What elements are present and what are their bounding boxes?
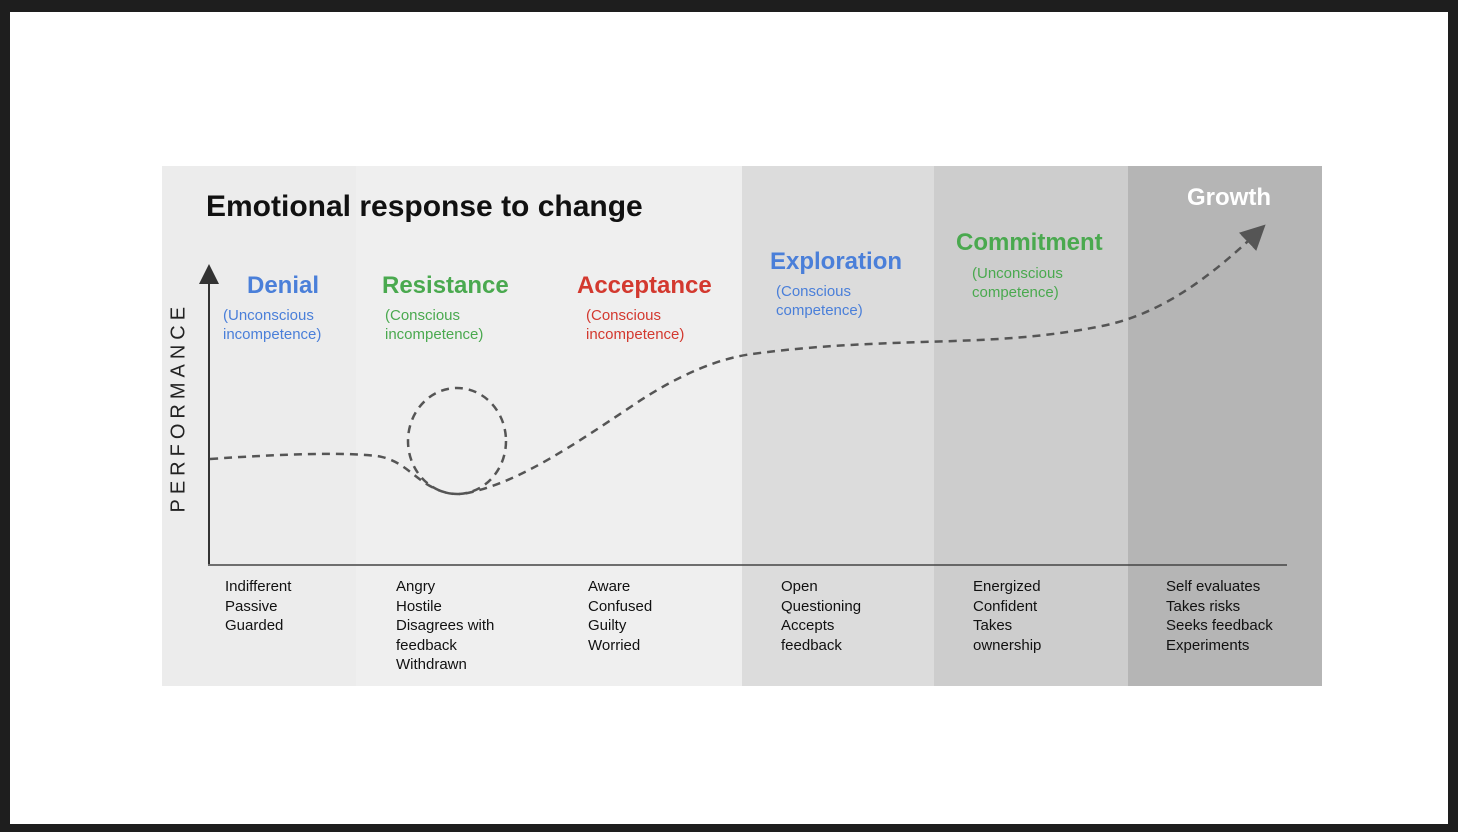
- trait-item: Worried: [588, 636, 641, 654]
- trait-item: Disagrees with: [396, 617, 495, 634]
- trait-item: Indifferent: [225, 578, 292, 595]
- traits-growth: Self evaluates Takes risks Seeks feedbac…: [1166, 577, 1273, 655]
- trait-item: Self evaluates: [1166, 578, 1261, 595]
- trait-item: Seeks feedback: [1166, 617, 1273, 634]
- trait-item: Energized: [973, 578, 1041, 595]
- trait-item: feedback: [396, 636, 457, 654]
- diagram-title: Emotional response to change: [206, 190, 643, 223]
- stage-commitment-name: Commitment: [956, 229, 1103, 256]
- stage-exploration-subtitle: (Conscious competence): [776, 283, 863, 319]
- trait-item: Confident: [973, 597, 1038, 615]
- band-commitment: [934, 166, 1128, 686]
- traits-resistance: Angry Hostile Disagrees with feedback Wi…: [396, 577, 494, 675]
- trait-item: Guarded: [225, 617, 284, 634]
- traits-commitment: Energized Confident Takes ownership: [973, 577, 1041, 655]
- stage-resistance-subtitle: (Conscious incompetence): [385, 307, 484, 343]
- band-exploration: [742, 166, 934, 686]
- trait-item: Takes: [973, 617, 1013, 634]
- stage-acceptance-subtitle: (Conscious incompetence): [586, 307, 685, 343]
- traits-acceptance: Aware Confused Guilty Worried: [588, 577, 652, 655]
- stage-denial-subtitle: (Unconscious incompetence): [223, 307, 322, 343]
- trait-item: Accepts: [781, 617, 835, 634]
- stage-denial-name: Denial: [247, 272, 320, 299]
- stage-exploration-name: Exploration: [770, 248, 903, 275]
- trait-item: Confused: [588, 597, 653, 615]
- trait-item: Withdrawn: [396, 656, 467, 673]
- trait-item: Aware: [588, 578, 631, 595]
- band-growth: [1128, 166, 1322, 686]
- slide-frame: Emotional response to change PERFORMANCE…: [10, 12, 1448, 824]
- trait-item: ownership: [973, 636, 1042, 654]
- band-denial: [162, 166, 356, 686]
- trait-item: Angry: [396, 578, 436, 595]
- stage-acceptance-name: Acceptance: [577, 272, 712, 299]
- trait-item: Questioning: [781, 597, 862, 615]
- band-resistance-acceptance: [356, 166, 742, 686]
- change-curve-diagram: Emotional response to change PERFORMANCE…: [162, 166, 1322, 686]
- stage-commitment-subtitle: (Unconscious competence): [972, 265, 1063, 301]
- trait-item: Open: [781, 578, 818, 595]
- trait-item: Takes risks: [1166, 597, 1241, 615]
- stage-growth-name: Growth: [1187, 184, 1271, 211]
- trait-item: Guilty: [588, 617, 627, 634]
- stage-resistance-name: Resistance: [382, 272, 509, 299]
- traits-exploration: Open Questioning Accepts feedback: [781, 577, 861, 655]
- trait-item: Passive: [225, 597, 278, 615]
- performance-curve: [209, 224, 1266, 496]
- resistance-loop: [406, 386, 508, 496]
- curve-layer: [199, 224, 1287, 566]
- trait-item: feedback: [781, 636, 842, 654]
- trait-item: Hostile: [396, 597, 442, 615]
- traits-denial: Indifferent Passive Guarded: [225, 577, 291, 636]
- trait-item: Experiments: [1166, 636, 1250, 654]
